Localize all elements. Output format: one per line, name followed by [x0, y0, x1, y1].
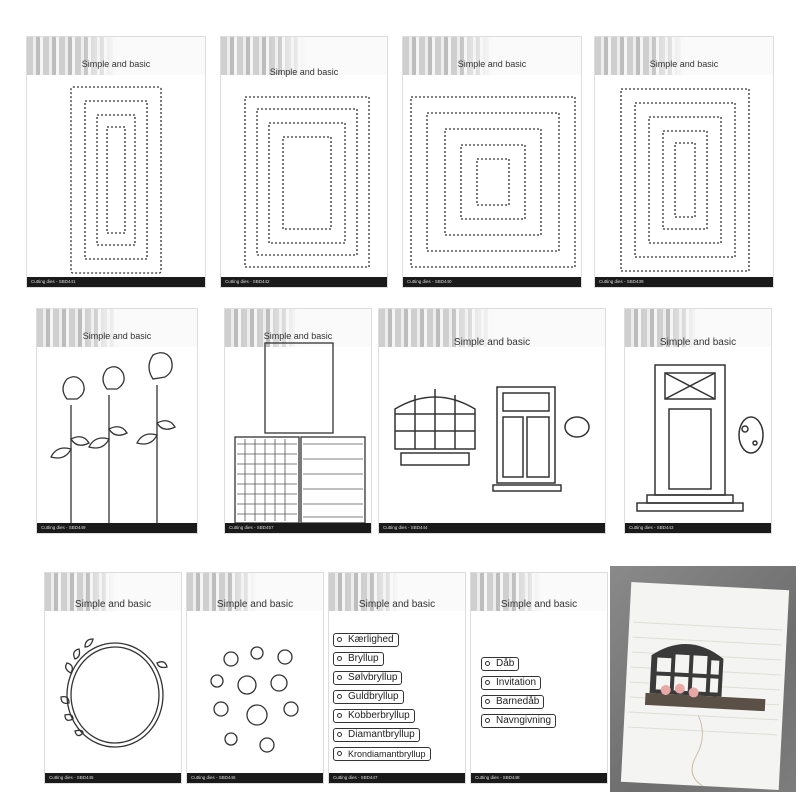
header-stripes [27, 37, 205, 75]
product-card-sbd443[interactable]: Simple and basic Cutting dies - SBD443 [624, 308, 772, 534]
label-die: Barnedåb [481, 695, 545, 709]
front-door-dies [636, 364, 764, 512]
label-die: Diamantbryllup [333, 728, 420, 742]
label-die: Invitation [481, 676, 542, 690]
sample-card-illustration [620, 582, 790, 790]
product-card-sbd444[interactable]: Simple and basic Cutting dies - SBD444 [378, 308, 606, 534]
label-die: Kærlighed [333, 633, 399, 647]
product-card-sbd446[interactable]: Simple and basic Cutting dies - SBD446 [186, 572, 324, 784]
card-footer: Cutting dies - SBD441 [27, 277, 205, 287]
card-footer: Cutting dies - SBD448 [471, 773, 607, 783]
brand-name: Simple and basic [659, 337, 737, 348]
brand-name: Simple and basic [81, 59, 151, 69]
card-footer: Cutting dies - SBD447 [329, 773, 465, 783]
product-card-sbd447[interactable]: Simple and basic Kærlighed Bryllup Sølvb… [328, 572, 466, 784]
brand-name: Simple and basic [74, 599, 152, 610]
header-stripes [187, 573, 323, 611]
header-stripes [403, 37, 581, 75]
brand-name: Simple and basic [263, 331, 333, 341]
header-stripes [329, 573, 465, 611]
label-die: Sølvbryllup [333, 671, 403, 685]
card-footer: Cutting dies - SBD445 [45, 773, 181, 783]
brand-name: Simple and basic [216, 599, 294, 610]
brand-name: Simple and basic [269, 67, 339, 77]
header-stripes [471, 573, 607, 611]
brand-name: Simple and basic [358, 599, 436, 610]
nested-rectangle-dies [70, 86, 162, 274]
brand-name: Simple and basic [500, 599, 578, 610]
product-card-sbd441[interactable]: Simple and basic Cutting dies - SBD441 [26, 36, 206, 288]
header-stripes [37, 309, 197, 347]
label-die: Bryllup [333, 652, 384, 666]
header-stripes [221, 37, 387, 75]
nested-rectangle-dies [244, 96, 370, 268]
card-footer: Cutting dies - SBD444 [379, 523, 605, 533]
header-stripes [45, 573, 181, 611]
card-footer: Cutting dies - SBD440 [403, 277, 581, 287]
product-card-sbd442[interactable]: Simple and basic Cutting dies - SBD442 [220, 36, 388, 288]
nested-rectangle-dies [620, 88, 750, 272]
brand-name: Simple and basic [453, 337, 531, 348]
sample-card-photo [610, 566, 796, 792]
product-card-sbd445[interactable]: Simple and basic Cutting dies - SBD445 [44, 572, 182, 784]
card-footer: Cutting dies - SBD457 [225, 523, 371, 533]
header-stripes [595, 37, 773, 75]
window-door-dies [394, 386, 590, 492]
brand-name: Simple and basic [649, 59, 719, 69]
product-card-sbd448[interactable]: Simple and basic Dåb Invitation Barnedåb… [470, 572, 608, 784]
card-footer: Cutting dies - SBD439 [595, 277, 773, 287]
card-footer: Cutting dies - SBD443 [625, 523, 771, 533]
pattern-panel-dies [234, 342, 366, 524]
header-stripes [625, 309, 771, 347]
label-die: Kobberbryllup [333, 709, 415, 723]
label-die: Guldbryllup [333, 690, 404, 704]
brand-name: Simple and basic [82, 331, 152, 341]
product-card-sbd449[interactable]: Simple and basic Cutting dies - SBD449 [36, 308, 198, 534]
flower-dies [210, 646, 299, 753]
product-card-sbd457[interactable]: Simple and basic Cutting dies - SBD457 [224, 308, 372, 534]
card-footer: Cutting dies - SBD442 [221, 277, 387, 287]
product-card-sbd440[interactable]: Simple and basic Cutting dies - SBD440 [402, 36, 582, 288]
wreath-die [60, 638, 168, 748]
card-footer: Cutting dies - SBD446 [187, 773, 323, 783]
card-footer: Cutting dies - SBD449 [37, 523, 197, 533]
nested-square-dies [410, 96, 576, 268]
rose-dies [50, 352, 176, 524]
brand-name: Simple and basic [457, 59, 527, 69]
header-stripes [379, 309, 605, 347]
product-card-sbd439[interactable]: Simple and basic Cutting dies - SBD439 [594, 36, 774, 288]
label-die: Dåb [481, 657, 520, 671]
header-stripes [225, 309, 371, 347]
label-die: Navngivning [481, 714, 557, 728]
label-die: Krondiamantbryllup [333, 747, 431, 761]
